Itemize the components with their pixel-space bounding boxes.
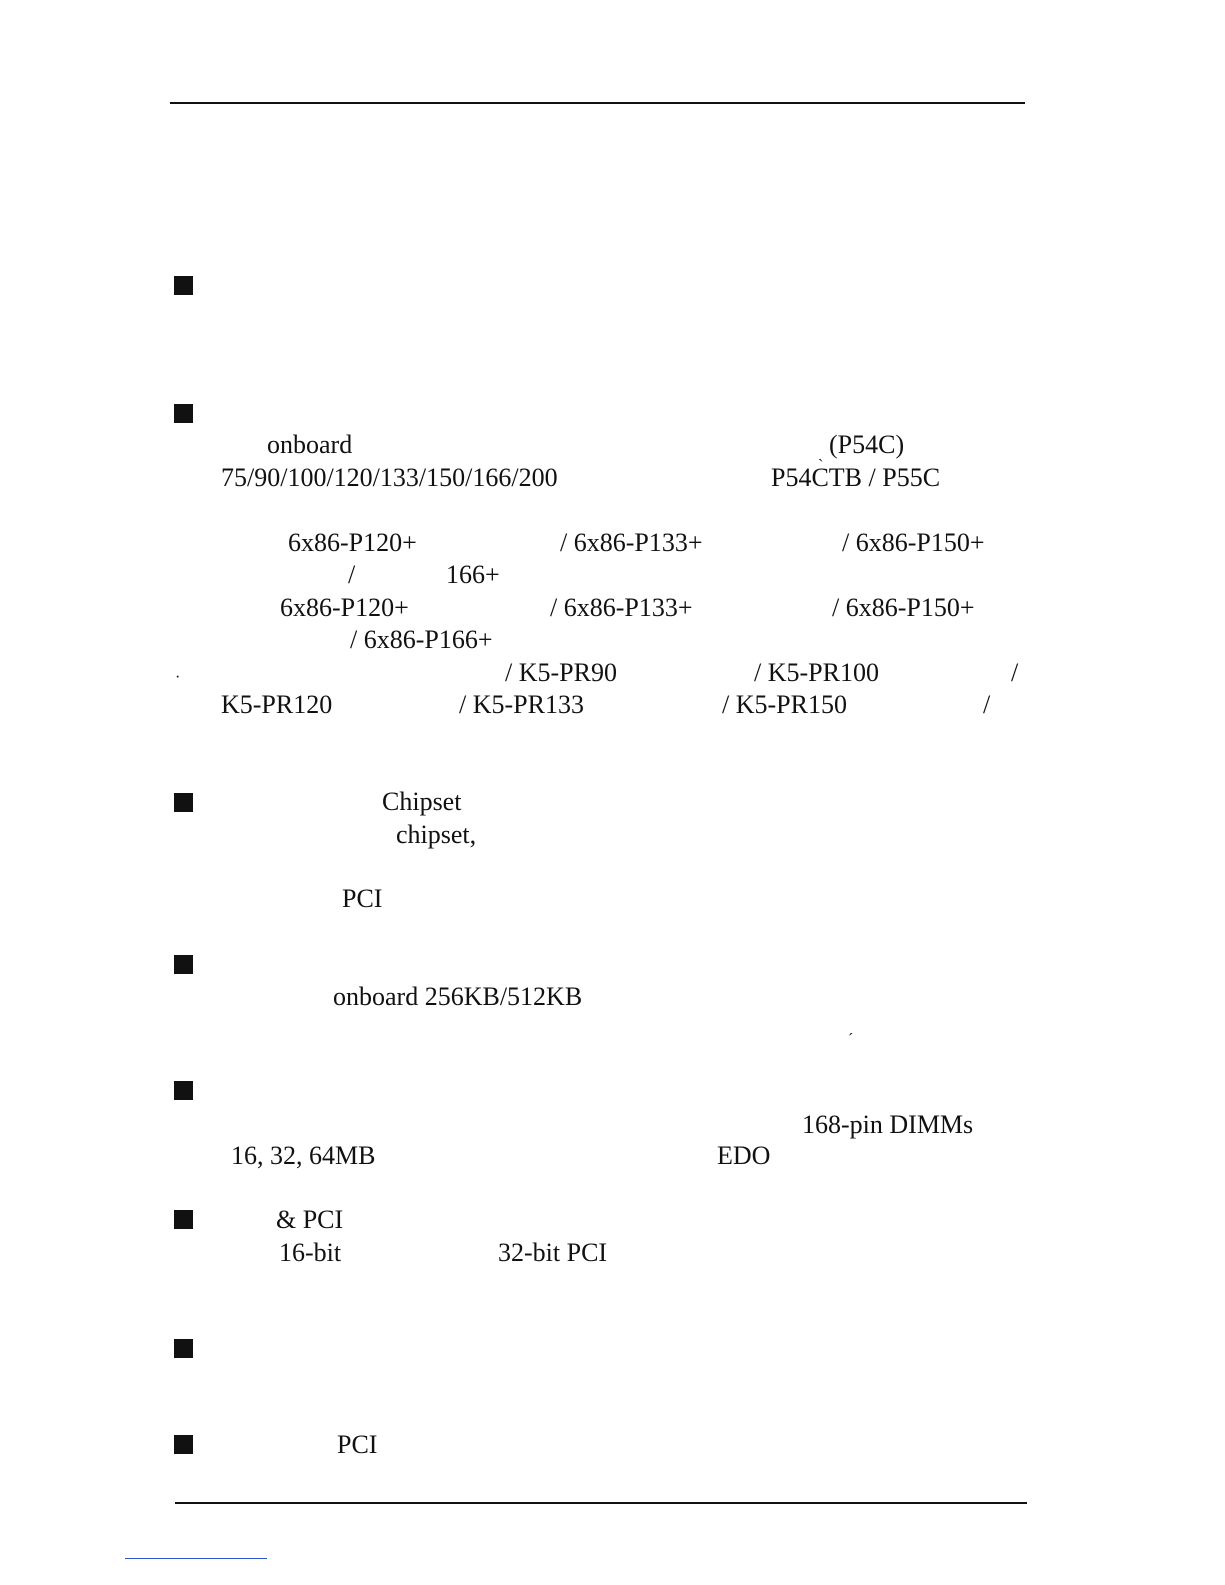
square-bullet-icon <box>174 955 193 974</box>
tick-mark: ˊ <box>848 1031 854 1048</box>
cyrix-p150-text: / 6x86-P150+ <box>842 528 985 557</box>
chipset-text: chipset, <box>396 820 477 849</box>
bottom-rule <box>175 1502 1027 1504</box>
square-bullet-icon <box>174 1210 193 1229</box>
square-bullet-icon <box>174 793 193 812</box>
edo-text: EDO <box>717 1141 771 1170</box>
memory-sizes-text: 16, 32, 64MB <box>231 1141 376 1170</box>
tick-mark: ˏ <box>818 445 824 462</box>
dimm-text: 168-pin DIMMs <box>802 1110 974 1139</box>
link-underline <box>125 1558 267 1559</box>
cpu-p54ctb-p55c-text: P54CTB / P55C <box>771 463 941 492</box>
cpu-p54c-text: (P54C) <box>829 430 905 459</box>
cyrix-p120-text: 6x86-P120+ <box>288 528 417 557</box>
square-bullet-icon <box>174 1081 193 1100</box>
isa-pci-heading-text: & PCI <box>276 1205 344 1234</box>
amd-pr150-text: / K5-PR150 <box>722 690 847 719</box>
cpu-onboard-text: onboard <box>267 430 353 459</box>
amd-pr120-text: K5-PR120 <box>221 690 333 719</box>
square-bullet-icon <box>174 1339 193 1358</box>
cache-size-text: onboard 256KB/512KB <box>333 982 583 1011</box>
ibm-p166-text: / 6x86-P166+ <box>350 625 493 654</box>
square-bullet-icon <box>174 276 193 295</box>
square-bullet-icon <box>174 1435 193 1454</box>
cyrix-slash-text: / <box>348 560 356 589</box>
pci-heading-text: PCI <box>337 1430 378 1459</box>
amd-slash-1-text: / <box>1011 658 1019 687</box>
amd-slash-2-text: / <box>983 690 991 719</box>
cpu-speeds-text: 75/90/100/120/133/150/166/200 <box>221 463 558 492</box>
isa-16bit-text: 16-bit <box>279 1238 342 1267</box>
cyrix-p166-text: 166+ <box>446 560 500 589</box>
pci-32bit-text: 32-bit PCI <box>498 1238 608 1267</box>
ibm-p133-text: / 6x86-P133+ <box>550 593 693 622</box>
amd-pr90-text: / K5-PR90 <box>505 658 617 687</box>
square-bullet-icon <box>174 404 193 423</box>
cyrix-p133-text: / 6x86-P133+ <box>560 528 703 557</box>
top-rule <box>170 102 1025 104</box>
dot-mark: · <box>175 669 181 686</box>
ibm-p150-text: / 6x86-P150+ <box>832 593 975 622</box>
chipset-heading-text: Chipset <box>382 787 462 816</box>
pci-text: PCI <box>342 884 383 913</box>
ibm-p120-text: 6x86-P120+ <box>280 593 409 622</box>
amd-pr133-text: / K5-PR133 <box>459 690 584 719</box>
amd-pr100-text: / K5-PR100 <box>754 658 879 687</box>
